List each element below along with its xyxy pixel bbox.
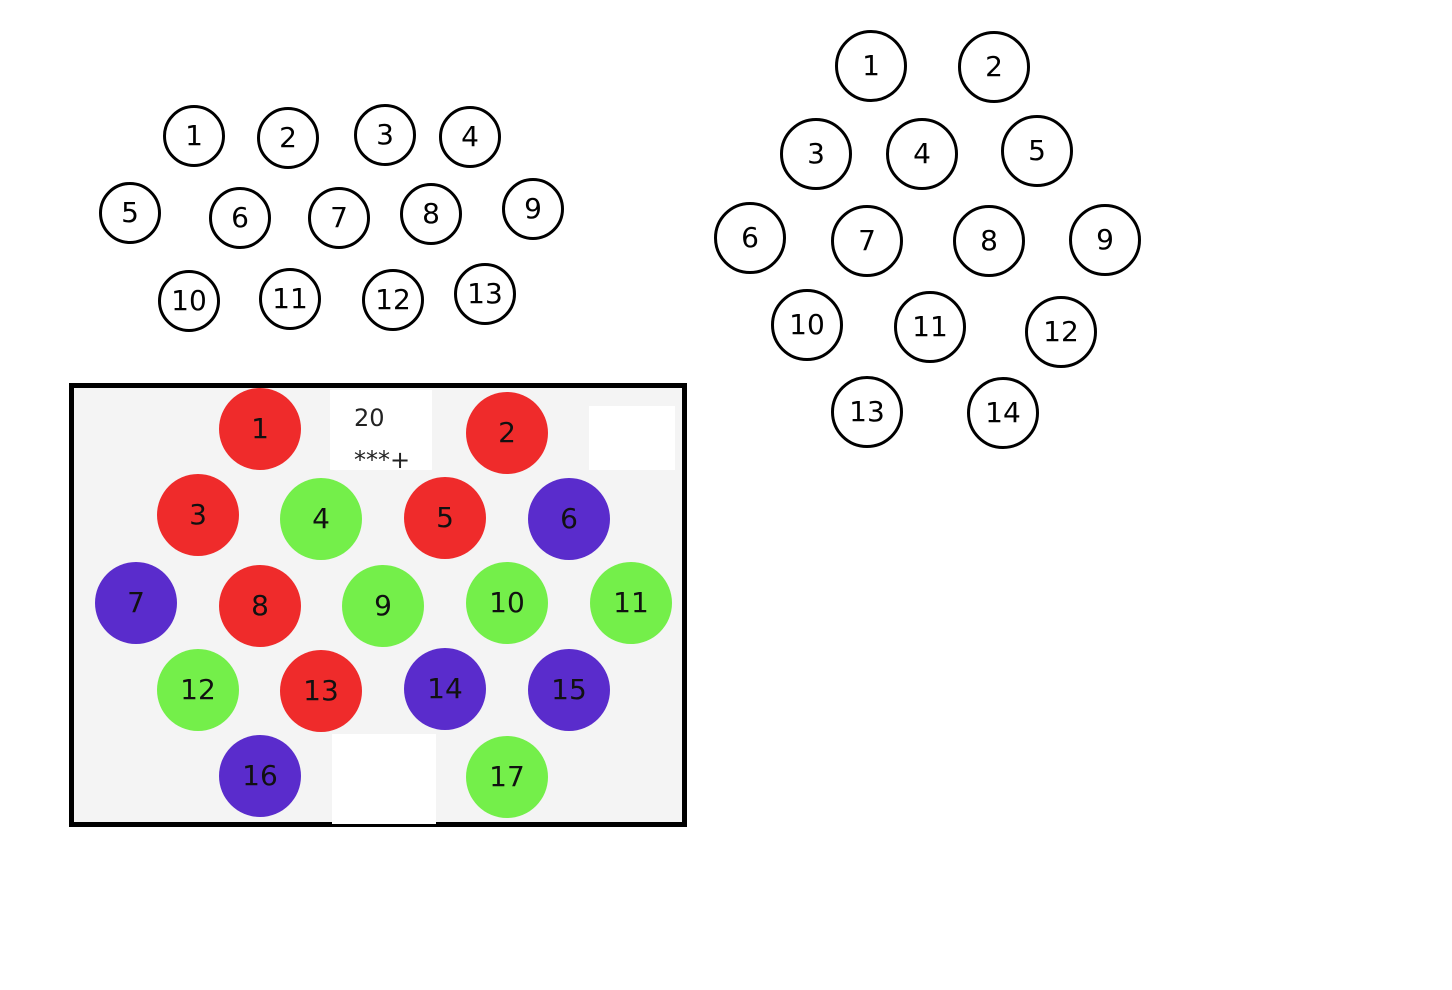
right-circle-3: 3 <box>780 118 852 190</box>
right-circle-12: 12 <box>1025 296 1097 368</box>
disc-4: 4 <box>280 478 362 560</box>
disc-14: 14 <box>404 648 486 730</box>
disc-11: 11 <box>590 562 672 644</box>
left-circle-13: 13 <box>454 263 516 325</box>
right-circle-8: 8 <box>953 205 1025 277</box>
left-circle-6: 6 <box>209 187 271 249</box>
blank-patch-bottom-center <box>332 734 436 824</box>
blank-patch-top-center <box>330 390 432 470</box>
disc-15: 15 <box>528 649 610 731</box>
left-circle-12: 12 <box>362 269 424 331</box>
disc-13: 13 <box>280 650 362 732</box>
left-circle-1: 1 <box>163 105 225 167</box>
disc-5: 5 <box>404 477 486 559</box>
disc-17: 17 <box>466 736 548 818</box>
left-circle-8: 8 <box>400 183 462 245</box>
disc-12: 12 <box>157 649 239 731</box>
left-circle-9: 9 <box>502 178 564 240</box>
disc-9: 9 <box>342 565 424 647</box>
disc-3: 3 <box>157 474 239 556</box>
right-circle-11: 11 <box>894 291 966 363</box>
disc-1: 1 <box>219 388 301 470</box>
right-circle-4: 4 <box>886 118 958 190</box>
colored-disc-panel: 20 ***+ 1 2 3 4 5 6 7 8 9 10 11 12 13 14… <box>69 383 687 827</box>
disc-2: 2 <box>466 392 548 474</box>
left-circle-10: 10 <box>158 270 220 332</box>
right-circle-6: 6 <box>714 202 786 274</box>
disc-10: 10 <box>466 562 548 644</box>
left-circle-4: 4 <box>439 106 501 168</box>
disc-8: 8 <box>219 565 301 647</box>
right-circle-1: 1 <box>835 30 907 102</box>
left-circle-2: 2 <box>257 107 319 169</box>
right-circle-10: 10 <box>771 289 843 361</box>
disc-6: 6 <box>528 478 610 560</box>
blank-patch-top-right <box>589 406 675 470</box>
left-circle-7: 7 <box>308 187 370 249</box>
right-circle-9: 9 <box>1069 204 1141 276</box>
note-count: 20 <box>354 404 385 432</box>
right-circle-2: 2 <box>958 31 1030 103</box>
right-circle-7: 7 <box>831 205 903 277</box>
left-circle-3: 3 <box>354 104 416 166</box>
right-circle-5: 5 <box>1001 115 1073 187</box>
disc-7: 7 <box>95 562 177 644</box>
note-stars: ***+ <box>354 446 411 474</box>
right-circle-13: 13 <box>831 376 903 448</box>
left-circle-5: 5 <box>99 182 161 244</box>
right-circle-14: 14 <box>967 377 1039 449</box>
disc-16: 16 <box>219 735 301 817</box>
left-circle-11: 11 <box>259 268 321 330</box>
